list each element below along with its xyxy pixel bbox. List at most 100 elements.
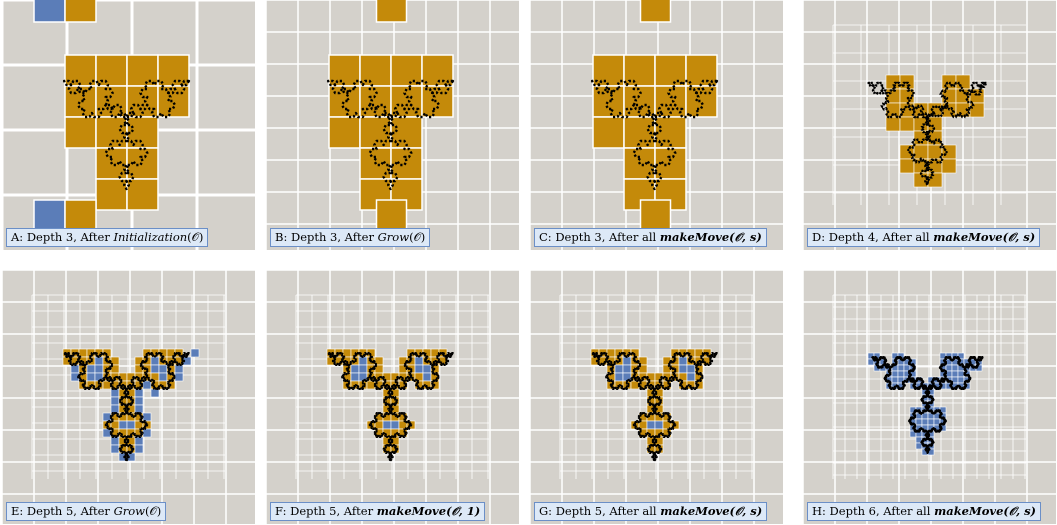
interior-cell	[921, 418, 929, 426]
panel-h-grid	[803, 270, 1056, 524]
panel-g: G: Depth 5, After all makeMove(𝒪, s)	[530, 270, 783, 524]
interior-cell	[110, 444, 120, 454]
panel-e-grid	[2, 270, 255, 524]
caption-d: D: Depth 4, After all makeMove(𝒪, s)	[807, 228, 1041, 247]
boundary-cell	[126, 116, 159, 149]
interior-cell	[646, 420, 656, 430]
interior-cell	[150, 364, 160, 374]
boundary-cell	[95, 178, 128, 211]
boundary-cell	[102, 380, 112, 390]
caption-h: H: Depth 6, After all makeMove(𝒪, s)	[807, 502, 1041, 521]
interior-cell	[957, 376, 965, 384]
caption-e: E: Depth 5, After Grow(𝒪)	[6, 502, 167, 521]
caption-g-func: makeMove	[660, 504, 730, 518]
caption-f-prefix: F: Depth 5, After	[275, 504, 377, 518]
boundary-cell	[592, 116, 625, 149]
interior-cell	[915, 418, 923, 426]
caption-a-prefix: A: Depth 3, After	[11, 230, 114, 244]
interior-cell	[150, 388, 160, 398]
interior-cell	[94, 364, 104, 374]
caption-g-args: (𝒪, s)	[729, 504, 763, 518]
interior-cell	[678, 364, 688, 374]
interior-cell	[134, 444, 144, 454]
caption-c-prefix: C: Depth 3, After all	[539, 230, 660, 244]
boundary-cell	[390, 54, 423, 87]
interior-cell	[134, 388, 144, 398]
boundary-cell	[941, 74, 957, 90]
interior-cell	[158, 372, 168, 382]
interior-cell	[102, 412, 112, 422]
interior-cell	[142, 428, 152, 438]
boundary-cell	[359, 54, 392, 87]
interior-cell	[350, 364, 360, 374]
boundary-cell	[95, 54, 128, 87]
interior-cell	[70, 364, 80, 374]
boundary-cell	[366, 380, 376, 390]
caption-e-args: (𝒪)	[145, 504, 162, 518]
panel-f-grid	[266, 270, 519, 524]
panel-b-grid	[266, 0, 519, 250]
interior-cell	[86, 372, 96, 382]
interior-cell	[110, 436, 120, 446]
caption-h-func: makeMove	[934, 504, 1004, 518]
boundary-cell	[126, 54, 159, 87]
caption-b-args: (𝒪)	[409, 230, 426, 244]
caption-e-func: Grow	[113, 504, 146, 518]
interior-cell	[422, 364, 432, 374]
interior-cell	[150, 356, 160, 366]
interior-cell	[678, 356, 688, 366]
boundary-cell	[685, 85, 718, 118]
interior-cell	[174, 372, 184, 382]
caption-h-prefix: H: Depth 6, After all	[812, 504, 935, 518]
caption-d-func: makeMove	[933, 230, 1003, 244]
interior-cell	[126, 420, 136, 430]
koch-curve-g	[591, 352, 718, 462]
boundary-cell	[328, 116, 361, 149]
caption-d-args: (𝒪, s)	[1002, 230, 1036, 244]
boundary-cell	[64, 199, 97, 233]
interior-cell	[622, 364, 632, 374]
panel-c-grid	[530, 0, 783, 250]
interior-cell	[350, 372, 360, 382]
caption-e-prefix: E: Depth 5, After	[11, 504, 114, 518]
caption-a-func: Initialization	[113, 230, 188, 244]
interior-cell	[33, 0, 66, 23]
interior-cell	[903, 364, 911, 372]
panel-b: B: Depth 3, After Grow(𝒪)	[266, 0, 519, 250]
koch-curve-d	[867, 81, 988, 187]
koch-curve-f	[327, 352, 454, 462]
caption-f-func: makeMove	[376, 504, 447, 518]
boundary-cell	[328, 54, 361, 87]
interior-cell	[142, 380, 152, 390]
interior-cell	[358, 356, 368, 366]
interior-cell	[891, 370, 899, 378]
interior-cell	[110, 396, 120, 406]
caption-f: F: Depth 5, After makeMove(𝒪, 1)	[270, 502, 486, 521]
panel-h: H: Depth 6, After all makeMove(𝒪, s)	[803, 270, 1056, 524]
interior-cell	[390, 420, 400, 430]
panel-a-grid	[2, 0, 255, 250]
interior-cell	[945, 364, 953, 372]
caption-c-args: (𝒪, s)	[729, 230, 762, 244]
boundary-cell	[913, 172, 929, 188]
interior-cell	[134, 436, 144, 446]
caption-c: C: Depth 3, After all makeMove(𝒪, s)	[534, 228, 767, 247]
interior-cell	[927, 418, 935, 426]
boundary-cell	[639, 0, 672, 23]
interior-cell	[686, 372, 696, 382]
panel-a: A: Depth 3, After Initialization(𝒪)	[2, 0, 255, 250]
panel-g-grid	[530, 270, 783, 524]
interior-cell	[174, 364, 184, 374]
boundary-cell	[421, 85, 454, 118]
boundary-cell	[899, 158, 915, 174]
panel-d-grid	[803, 0, 1056, 250]
boundary-cell	[390, 116, 423, 149]
boundary-cell	[630, 380, 640, 390]
caption-d-prefix: D: Depth 4, After all	[812, 230, 934, 244]
interior-cell	[134, 396, 144, 406]
boundary-cell	[654, 54, 687, 87]
caption-b-prefix: B: Depth 3, After	[275, 230, 378, 244]
koch-curve-h	[871, 356, 984, 454]
interior-cell	[422, 372, 432, 382]
interior-cell	[915, 442, 923, 450]
